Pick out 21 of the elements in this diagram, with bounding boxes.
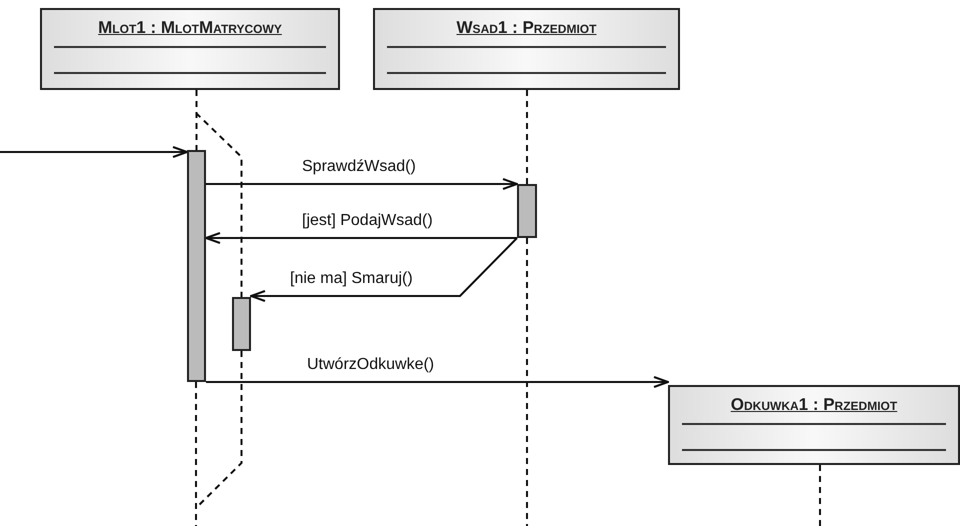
object-box xyxy=(40,8,340,90)
message-label: [nie ma] Smaruj() xyxy=(288,270,415,288)
message-arrow xyxy=(0,146,188,158)
message-arrow xyxy=(205,232,517,244)
message-label: UtwórzOdkuwke() xyxy=(305,356,436,374)
object-box xyxy=(668,385,960,465)
message-arrow xyxy=(250,237,518,302)
activation-bar xyxy=(517,184,537,238)
message-arrow xyxy=(206,376,669,388)
object-name: Wsad1 : Przedmiot xyxy=(456,18,596,37)
activation-bar xyxy=(187,150,206,382)
thread-line xyxy=(195,112,242,297)
message-label: [jest] PodajWsad() xyxy=(300,212,435,230)
message-label: SprawdźWsad() xyxy=(300,158,418,176)
object-name: Mlot1 : MlotMatrycowy xyxy=(98,18,282,37)
object-box xyxy=(373,8,680,90)
lifeline xyxy=(526,90,528,184)
message-arrow xyxy=(206,178,518,190)
activation-bar xyxy=(232,297,251,351)
lifeline xyxy=(196,90,198,150)
object-name: Odkuwka1 : Przedmiot xyxy=(730,395,898,414)
